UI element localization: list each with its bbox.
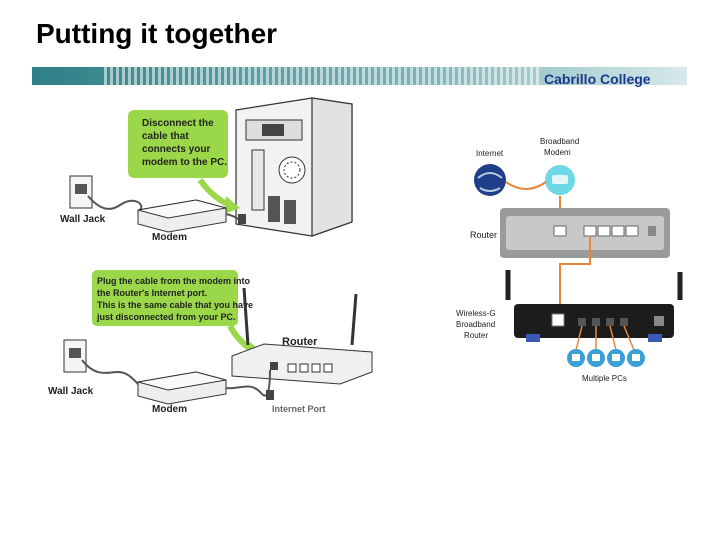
pc-icon	[607, 349, 625, 367]
connection-line	[559, 236, 591, 314]
callout-line: Disconnect the	[142, 118, 214, 129]
college-name: Cabrillo College	[544, 71, 651, 87]
callout-line: modem to the PC.	[142, 157, 227, 168]
callout-line: connects your	[142, 144, 210, 155]
pc-tower-icon	[235, 97, 353, 237]
wireless-router-label: Wireless-G	[456, 309, 496, 318]
callout-line: just disconnected from your PC.	[96, 312, 236, 322]
router-label: Router	[282, 336, 318, 348]
wireless-router-label: Broadband	[456, 320, 495, 329]
panel-connect-router: Plug the cable from the modem into the R…	[48, 270, 373, 415]
pc-icon	[587, 349, 605, 367]
modem-label: Modem	[152, 232, 187, 243]
modem-label: Modem	[152, 404, 187, 415]
modem-icon	[137, 199, 227, 233]
wireless-router-label: Router	[464, 331, 488, 340]
internet-port-label: Internet Port	[272, 404, 326, 414]
svg-text:Broadband Modem: Broadband Modem	[540, 137, 581, 157]
wall-jack-label: Wall Jack	[60, 214, 106, 225]
internet-label: Internet	[476, 149, 504, 158]
pc-icon	[567, 349, 585, 367]
svg-text:Wireless-G Broadband: Wireless-G Broadband Router	[456, 309, 498, 340]
modem-icon	[137, 371, 227, 405]
router-label: Router	[470, 230, 497, 240]
broadband-modem-icon	[545, 165, 575, 195]
connection-line	[505, 181, 547, 190]
internet-globe-icon	[474, 164, 506, 196]
router-icon	[231, 287, 373, 385]
callout-line: Plug the cable from the modem into	[97, 276, 251, 286]
header-band	[32, 67, 687, 85]
panel-disconnect: Disconnect the cable that connects your …	[60, 97, 353, 243]
callout-disconnect	[128, 110, 228, 178]
router-back-icon	[500, 208, 670, 258]
panel-network-overview: Internet Broadband Modem Router	[456, 137, 683, 383]
broadband-modem-label: Modem	[544, 148, 571, 157]
cable	[87, 195, 143, 211]
callout-plug	[92, 270, 238, 326]
wall-jack-icon	[63, 339, 87, 373]
callout-line: cable that	[142, 131, 189, 142]
plug-icon	[266, 390, 274, 400]
wall-jack-icon	[69, 175, 93, 209]
cable	[225, 369, 271, 397]
cable	[81, 359, 139, 385]
svg-text:Disconnect the cable tha: Disconnect the cable that connects your …	[142, 118, 227, 168]
pc-icon	[627, 349, 645, 367]
svg-text:Plug the cable from the modem: Plug the cable from the modem into the R…	[96, 276, 256, 322]
broadband-modem-label: Broadband	[540, 137, 579, 146]
wireless-router-icon	[505, 270, 683, 342]
callout-line: This is the same cable that you have	[97, 300, 253, 310]
callout-line: the Router's Internet port.	[97, 288, 207, 298]
connection-line	[575, 325, 635, 351]
wall-jack-label: Wall Jack	[48, 386, 94, 397]
slide-title: Putting it together	[36, 18, 278, 49]
plug-icon	[238, 214, 246, 224]
multiple-pcs-label: Multiple PCs	[582, 374, 627, 383]
